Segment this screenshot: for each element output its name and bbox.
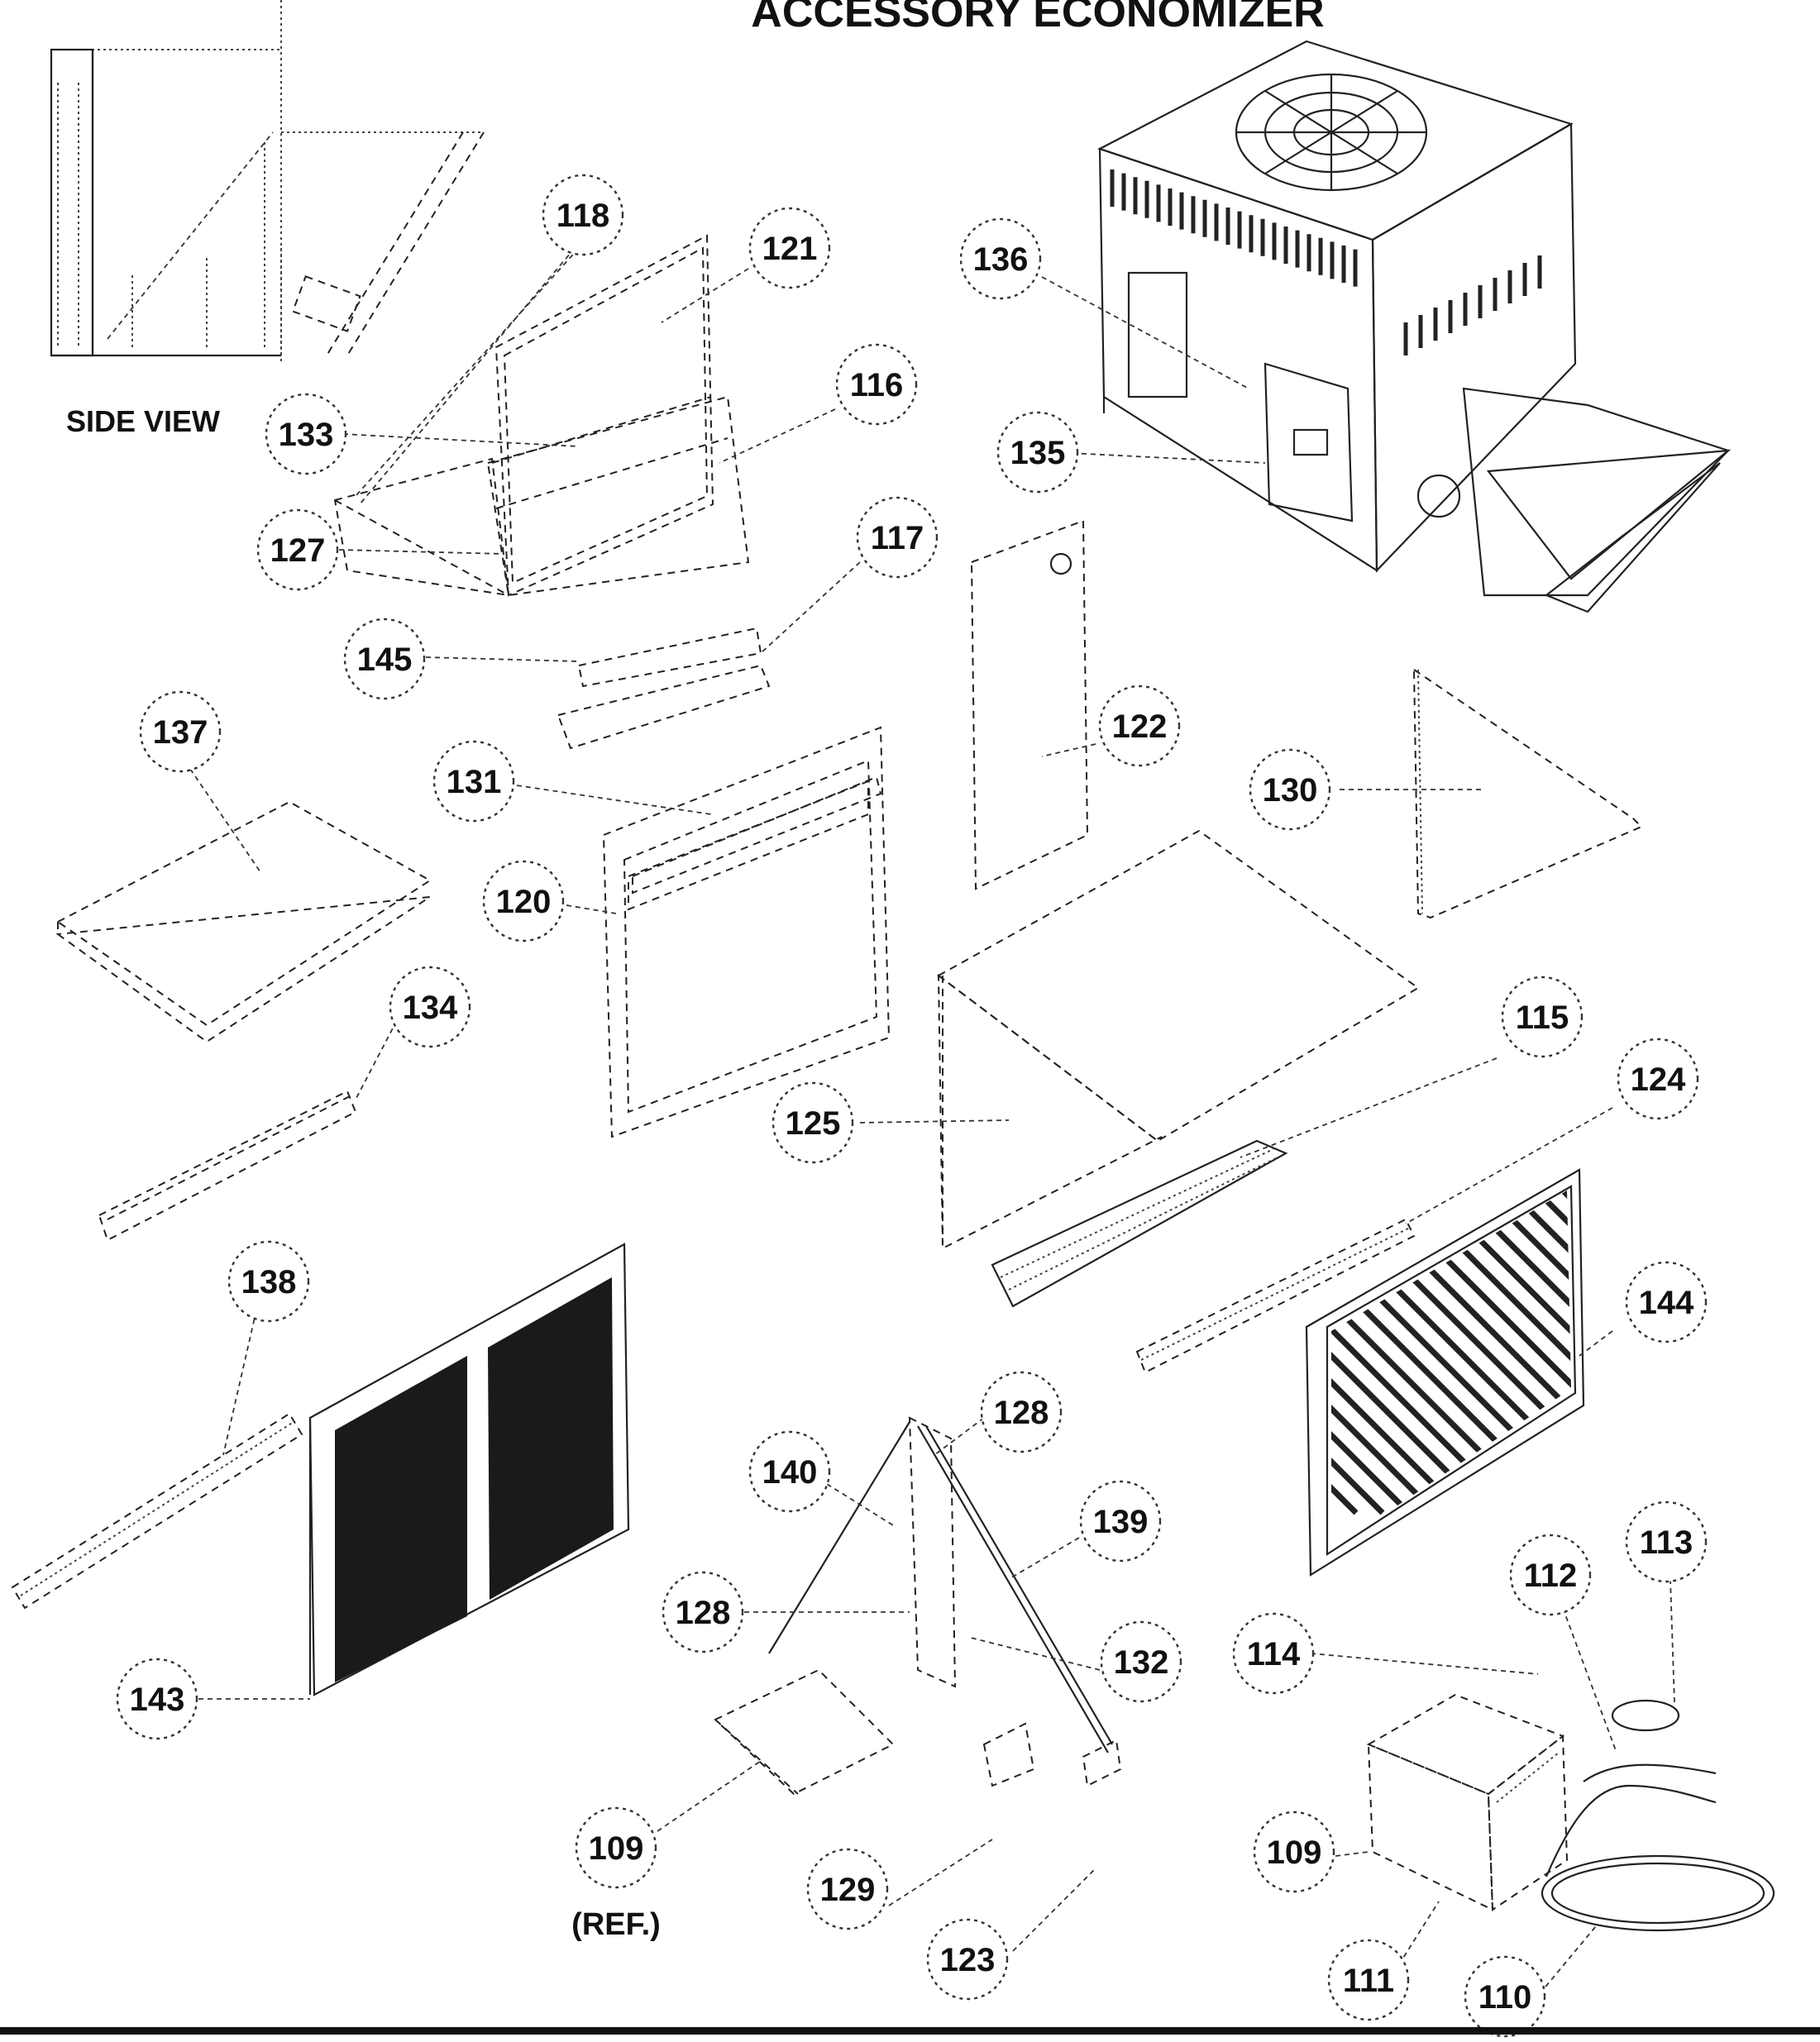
svg-text:136: 136	[973, 241, 1029, 278]
svg-text:121: 121	[762, 231, 818, 267]
callout-117: 117	[856, 496, 939, 579]
bottom-rule	[0, 2027, 1820, 2035]
svg-text:138: 138	[241, 1264, 297, 1300]
svg-text:132: 132	[1114, 1644, 1169, 1681]
svg-text:140: 140	[762, 1454, 818, 1491]
callout-139: 139	[1079, 1480, 1162, 1563]
callout-132: 132	[1100, 1620, 1182, 1703]
rail-115	[1135, 1218, 1416, 1374]
frame-120	[602, 726, 891, 1138]
rooftop-unit	[1097, 40, 1732, 613]
svg-text:129: 129	[820, 1872, 876, 1908]
callout-136: 136	[959, 217, 1042, 300]
callout-124: 124	[1617, 1038, 1699, 1120]
svg-text:120: 120	[496, 884, 552, 920]
svg-text:145: 145	[357, 642, 413, 678]
callout-112: 112	[1509, 1534, 1592, 1616]
svg-text:139: 139	[1093, 1504, 1149, 1540]
callout-138: 138	[227, 1240, 310, 1323]
svg-text:110: 110	[1478, 1979, 1532, 2016]
linkage-assembly	[714, 1416, 1122, 1796]
callout-113: 113	[1625, 1500, 1708, 1583]
svg-text:125: 125	[786, 1105, 841, 1142]
svg-text:118: 118	[557, 198, 610, 234]
filter-rack-143	[11, 1243, 630, 1696]
callout-120: 120	[482, 860, 565, 942]
svg-text:113: 113	[1640, 1524, 1693, 1561]
callout-128-top: 128	[980, 1371, 1063, 1453]
callout-110: 110	[1464, 1955, 1546, 2038]
svg-text:122: 122	[1112, 708, 1168, 745]
callout-111: 111	[1327, 1939, 1410, 2021]
svg-text:144: 144	[1639, 1285, 1694, 1321]
panel-130	[1412, 668, 1643, 919]
ref-label: (REF.)	[571, 1907, 661, 1942]
callout-145: 145	[343, 618, 426, 700]
callout-125: 125	[771, 1081, 854, 1164]
callout-133: 133	[265, 393, 347, 475]
svg-text:111: 111	[1343, 1963, 1394, 1999]
filter-137	[55, 800, 432, 1043]
svg-text:137: 137	[153, 714, 208, 751]
callout-134: 134	[389, 966, 471, 1048]
callout-123: 123	[926, 1918, 1009, 2001]
callout-129: 129	[806, 1848, 889, 1930]
callout-135: 135	[996, 411, 1079, 494]
svg-text:114: 114	[1247, 1636, 1301, 1672]
svg-text:133: 133	[279, 417, 334, 453]
callout-131: 131	[432, 740, 515, 823]
actuator-assembly	[1366, 1693, 1775, 1932]
diagram-title: ACCESSORY ECONOMIZER	[751, 0, 1324, 36]
svg-text:109: 109	[1267, 1834, 1322, 1871]
callout-137: 137	[139, 690, 222, 773]
svg-text:109: 109	[589, 1830, 644, 1867]
svg-text:143: 143	[130, 1682, 185, 1718]
svg-text:124: 124	[1631, 1062, 1686, 1098]
callout-118: 118	[542, 174, 624, 256]
callout-143: 143	[116, 1658, 198, 1740]
rail-134	[98, 1090, 357, 1242]
leader-lines	[189, 247, 1675, 2001]
svg-text:135: 135	[1010, 435, 1066, 471]
callout-128-mid: 128	[662, 1571, 744, 1653]
callout-144: 144	[1625, 1261, 1708, 1343]
svg-text:116: 116	[850, 367, 904, 403]
svg-text:117: 117	[871, 520, 924, 556]
callout-109: 109	[1253, 1811, 1335, 1893]
callout-115: 115	[1501, 976, 1584, 1058]
callout-130: 130	[1249, 748, 1331, 831]
svg-text:131: 131	[447, 764, 502, 800]
callout-bubbles: 118 121 116 133 127 145 117 136 135 122 …	[116, 174, 1708, 2038]
svg-text:112: 112	[1524, 1558, 1578, 1594]
callout-127: 127	[256, 508, 339, 591]
callout-140: 140	[748, 1430, 831, 1513]
callout-114: 114	[1232, 1612, 1315, 1695]
svg-text:127: 127	[270, 532, 326, 569]
hood-125	[937, 829, 1420, 1308]
svg-text:134: 134	[403, 990, 458, 1026]
callout-109-ref: 109	[575, 1806, 657, 1889]
svg-text:128: 128	[994, 1395, 1049, 1431]
callout-116: 116	[835, 343, 918, 426]
svg-text:130: 130	[1263, 772, 1318, 809]
svg-text:123: 123	[940, 1942, 996, 1978]
svg-text:115: 115	[1516, 1000, 1569, 1036]
side-view-label: SIDE VIEW	[66, 404, 220, 438]
callout-122: 122	[1098, 685, 1181, 767]
panel-122	[970, 519, 1089, 890]
side-view-inset	[50, 0, 485, 364]
svg-text:128: 128	[676, 1595, 731, 1631]
callout-121: 121	[748, 207, 831, 289]
damper-assembly	[333, 234, 771, 750]
